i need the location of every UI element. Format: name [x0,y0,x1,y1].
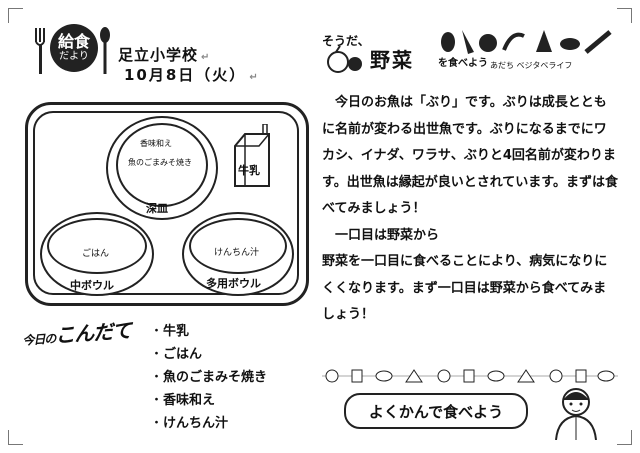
menu-item-aemono: 香味和え [150,389,267,412]
banner-adachi: あだち ベジタベライフ [490,61,573,70]
fukazara-item-2: 魚のごまみそ焼き [128,158,192,167]
chu-bowl-label: 中ボウル [70,279,114,292]
chu-bowl-item: ごはん [82,249,110,259]
corner-mark-top-right [617,8,632,23]
corner-mark-bottom-right [617,430,632,445]
chu-bowl-rim [47,218,147,274]
fork-icon [35,28,45,74]
spoon-icon [100,27,110,74]
banner-sub: を食べよう [438,58,488,69]
logo-line1: 給食 [57,32,90,51]
menu-item-rice: ごはん [150,343,267,366]
tray-outer [25,102,309,306]
tayou-bowl-label: 多用ボウル [206,277,261,290]
tayou-bowl-item: けんちん汁 [214,248,260,258]
menu-item-soup: けんちん汁 [150,412,267,435]
vegetable-illustrations-top [327,45,362,73]
vegetable-row-header-icon [441,30,612,54]
article-paragraph-1: 今日のお魚は「ぶり」です。ぶりは成長とともに名前が変わる出世魚です。ぶりになるま… [322,95,619,216]
tayou-bowl-rim [189,218,287,274]
corner-mark-bottom-left [8,430,23,445]
chew-well-banner: よくかんで食べよう [344,393,528,429]
logo-line2: だより [59,51,89,62]
article-heading: 一口目は野菜から [335,227,440,243]
fukazara-item-1: 香味和え [140,139,172,148]
menu-title-b: こんだて [54,318,132,348]
menu-title: 今日のこんだて [21,314,132,351]
corner-mark-top-left [8,8,23,23]
issue-date: 10月8日（火）↵ [124,66,260,84]
fukazara-rim [116,123,208,207]
menu-title-a: 今日の [21,331,56,348]
menu-list: 牛乳 ごはん 魚のごまみそ焼き 香味和え けんちん汁 [150,320,267,435]
banner-lead: そうだ、 [322,34,370,48]
tray-inner [33,111,299,295]
article: 今日のお魚は「ぶり」です。ぶりは成長とともに名前が変わる出世魚です。ぶりになるま… [322,90,618,329]
kyushoku-dayori-logo: 給食 だより [50,24,98,72]
milk-label: 牛乳 [238,164,260,177]
menu-item-fish: 魚のごまみそ焼き [150,366,267,389]
menu-item-milk: 牛乳 [150,320,267,343]
vegetable-border-icon [322,369,618,383]
nutritionist-character-icon [555,388,597,440]
milk-carton-icon [234,124,270,187]
article-paragraph-2: 野菜を一口目に食べることにより、病気になりにくくなります。まず一口目は野菜から食… [322,254,608,322]
fukazara-label: 深皿 [146,202,168,215]
school-name: 足立小学校↵ [118,46,211,64]
banner-main: 野菜 [370,48,414,72]
